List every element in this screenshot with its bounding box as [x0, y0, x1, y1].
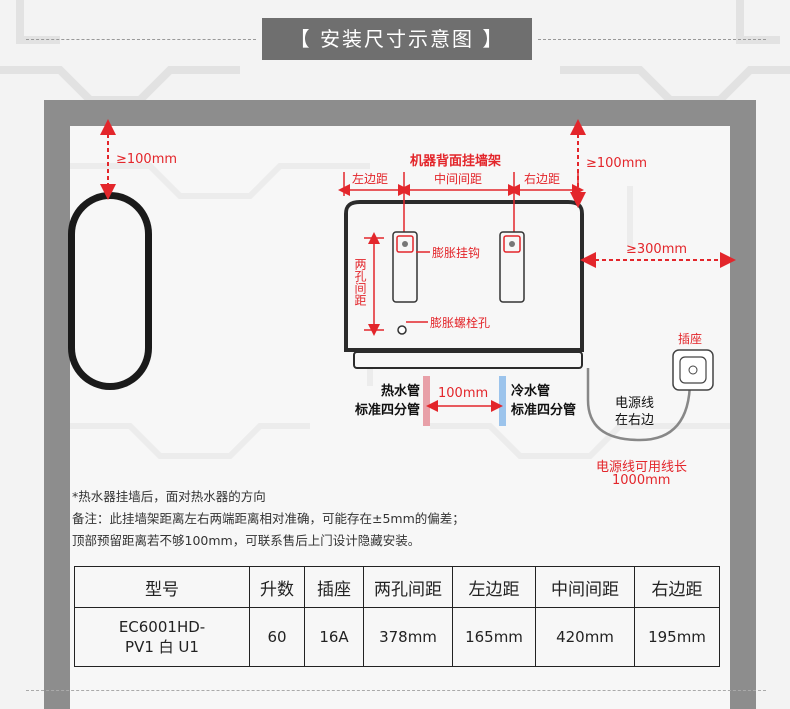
mirror	[68, 192, 152, 390]
liters-cell: 60	[249, 607, 305, 667]
socket-label: 插座	[678, 332, 703, 346]
right-margin-label: 右边距	[524, 172, 561, 186]
table-header: 两孔间距	[363, 566, 453, 608]
cord-side-label-1: 电源线	[615, 396, 655, 411]
bottom-divider	[26, 690, 766, 691]
expansion-bolt-hole	[397, 325, 407, 335]
left-margin-label: 左边距	[352, 172, 389, 186]
table-row: EC6001HD- PV1 白 U1 60 16A 378mm 165mm 42…	[74, 607, 720, 667]
left-margin-cell: 165mm	[452, 607, 536, 667]
title-divider-right	[538, 39, 766, 40]
hole-spacing-label: 两孔间距	[353, 258, 367, 306]
model-line-1: EC6001HD-	[118, 617, 206, 636]
note-line: 备注：此挂墙架距离左右两端距离相对准确，可能存在±5mm的偏差；	[72, 511, 465, 526]
note-line: 顶部预留距离若不够100mm，可联系售后上门设计隐藏安装。	[72, 533, 421, 548]
hot-water-pipe	[423, 376, 430, 426]
notes: *热水器挂墙后，面对热水器的方向 备注：此挂墙架距离左右两端距离相对准确，可能存…	[72, 486, 465, 552]
socket-cell: 16A	[304, 607, 364, 667]
title-divider-left	[26, 39, 256, 40]
expansion-hook-label: 膨胀挂钩	[432, 246, 481, 260]
table-header: 右边距	[634, 566, 720, 608]
bracket-title: 机器背面挂墙架	[410, 154, 502, 169]
side-clearance-label: ≥300mm	[626, 242, 688, 257]
model-line-2: PV1 白 U1	[125, 637, 199, 656]
expansion-hook-right	[499, 231, 525, 303]
wall-socket	[672, 349, 714, 391]
cold-pipe-label-1: 冷水管	[511, 384, 551, 399]
hole-spacing-cell: 378mm	[363, 607, 453, 667]
center-spacing-cell: 420mm	[535, 607, 635, 667]
table-header: 型号	[74, 566, 250, 608]
cord-side-label-2: 在右边	[615, 413, 655, 428]
top-left-clearance-label: ≥100mm	[116, 152, 178, 167]
center-spacing-label: 中间间距	[434, 172, 483, 186]
table-header: 升数	[249, 566, 305, 608]
bracket-dimensions	[338, 172, 584, 336]
pipe-spacing-label: 100mm	[438, 386, 489, 401]
right-margin-cell: 195mm	[634, 607, 720, 667]
spec-table: 型号 升数 插座 两孔间距 左边距 中间间距 右边距 EC6001HD- PV1…	[74, 566, 720, 667]
hot-pipe-label-1: 热水管	[380, 384, 420, 399]
expansion-bolt-label: 膨胀螺栓孔	[430, 316, 491, 330]
heater-bottom-panel	[353, 351, 583, 369]
cord-length-label-1: 电源线可用线长	[596, 460, 688, 475]
power-cord	[586, 368, 692, 442]
cord-length-label-2: 1000mm	[612, 473, 671, 488]
wall-frame	[44, 100, 756, 709]
table-header: 中间间距	[535, 566, 635, 608]
table-header: 左边距	[452, 566, 536, 608]
page-title: 【 安装尺寸示意图 】	[262, 18, 532, 60]
table-header-row: 型号 升数 插座 两孔间距 左边距 中间间距 右边距	[74, 566, 720, 608]
table-header: 插座	[304, 566, 364, 608]
model-cell: EC6001HD- PV1 白 U1	[74, 607, 250, 667]
expansion-hook-left	[392, 231, 418, 303]
water-heater	[344, 200, 584, 369]
cold-pipe-label-2: 标准四分管	[511, 403, 577, 418]
cold-water-pipe	[499, 376, 506, 426]
top-right-clearance-label: ≥100mm	[586, 156, 648, 171]
note-line: *热水器挂墙后，面对热水器的方向	[72, 489, 266, 504]
hot-pipe-label-2: 标准四分管	[354, 403, 420, 418]
